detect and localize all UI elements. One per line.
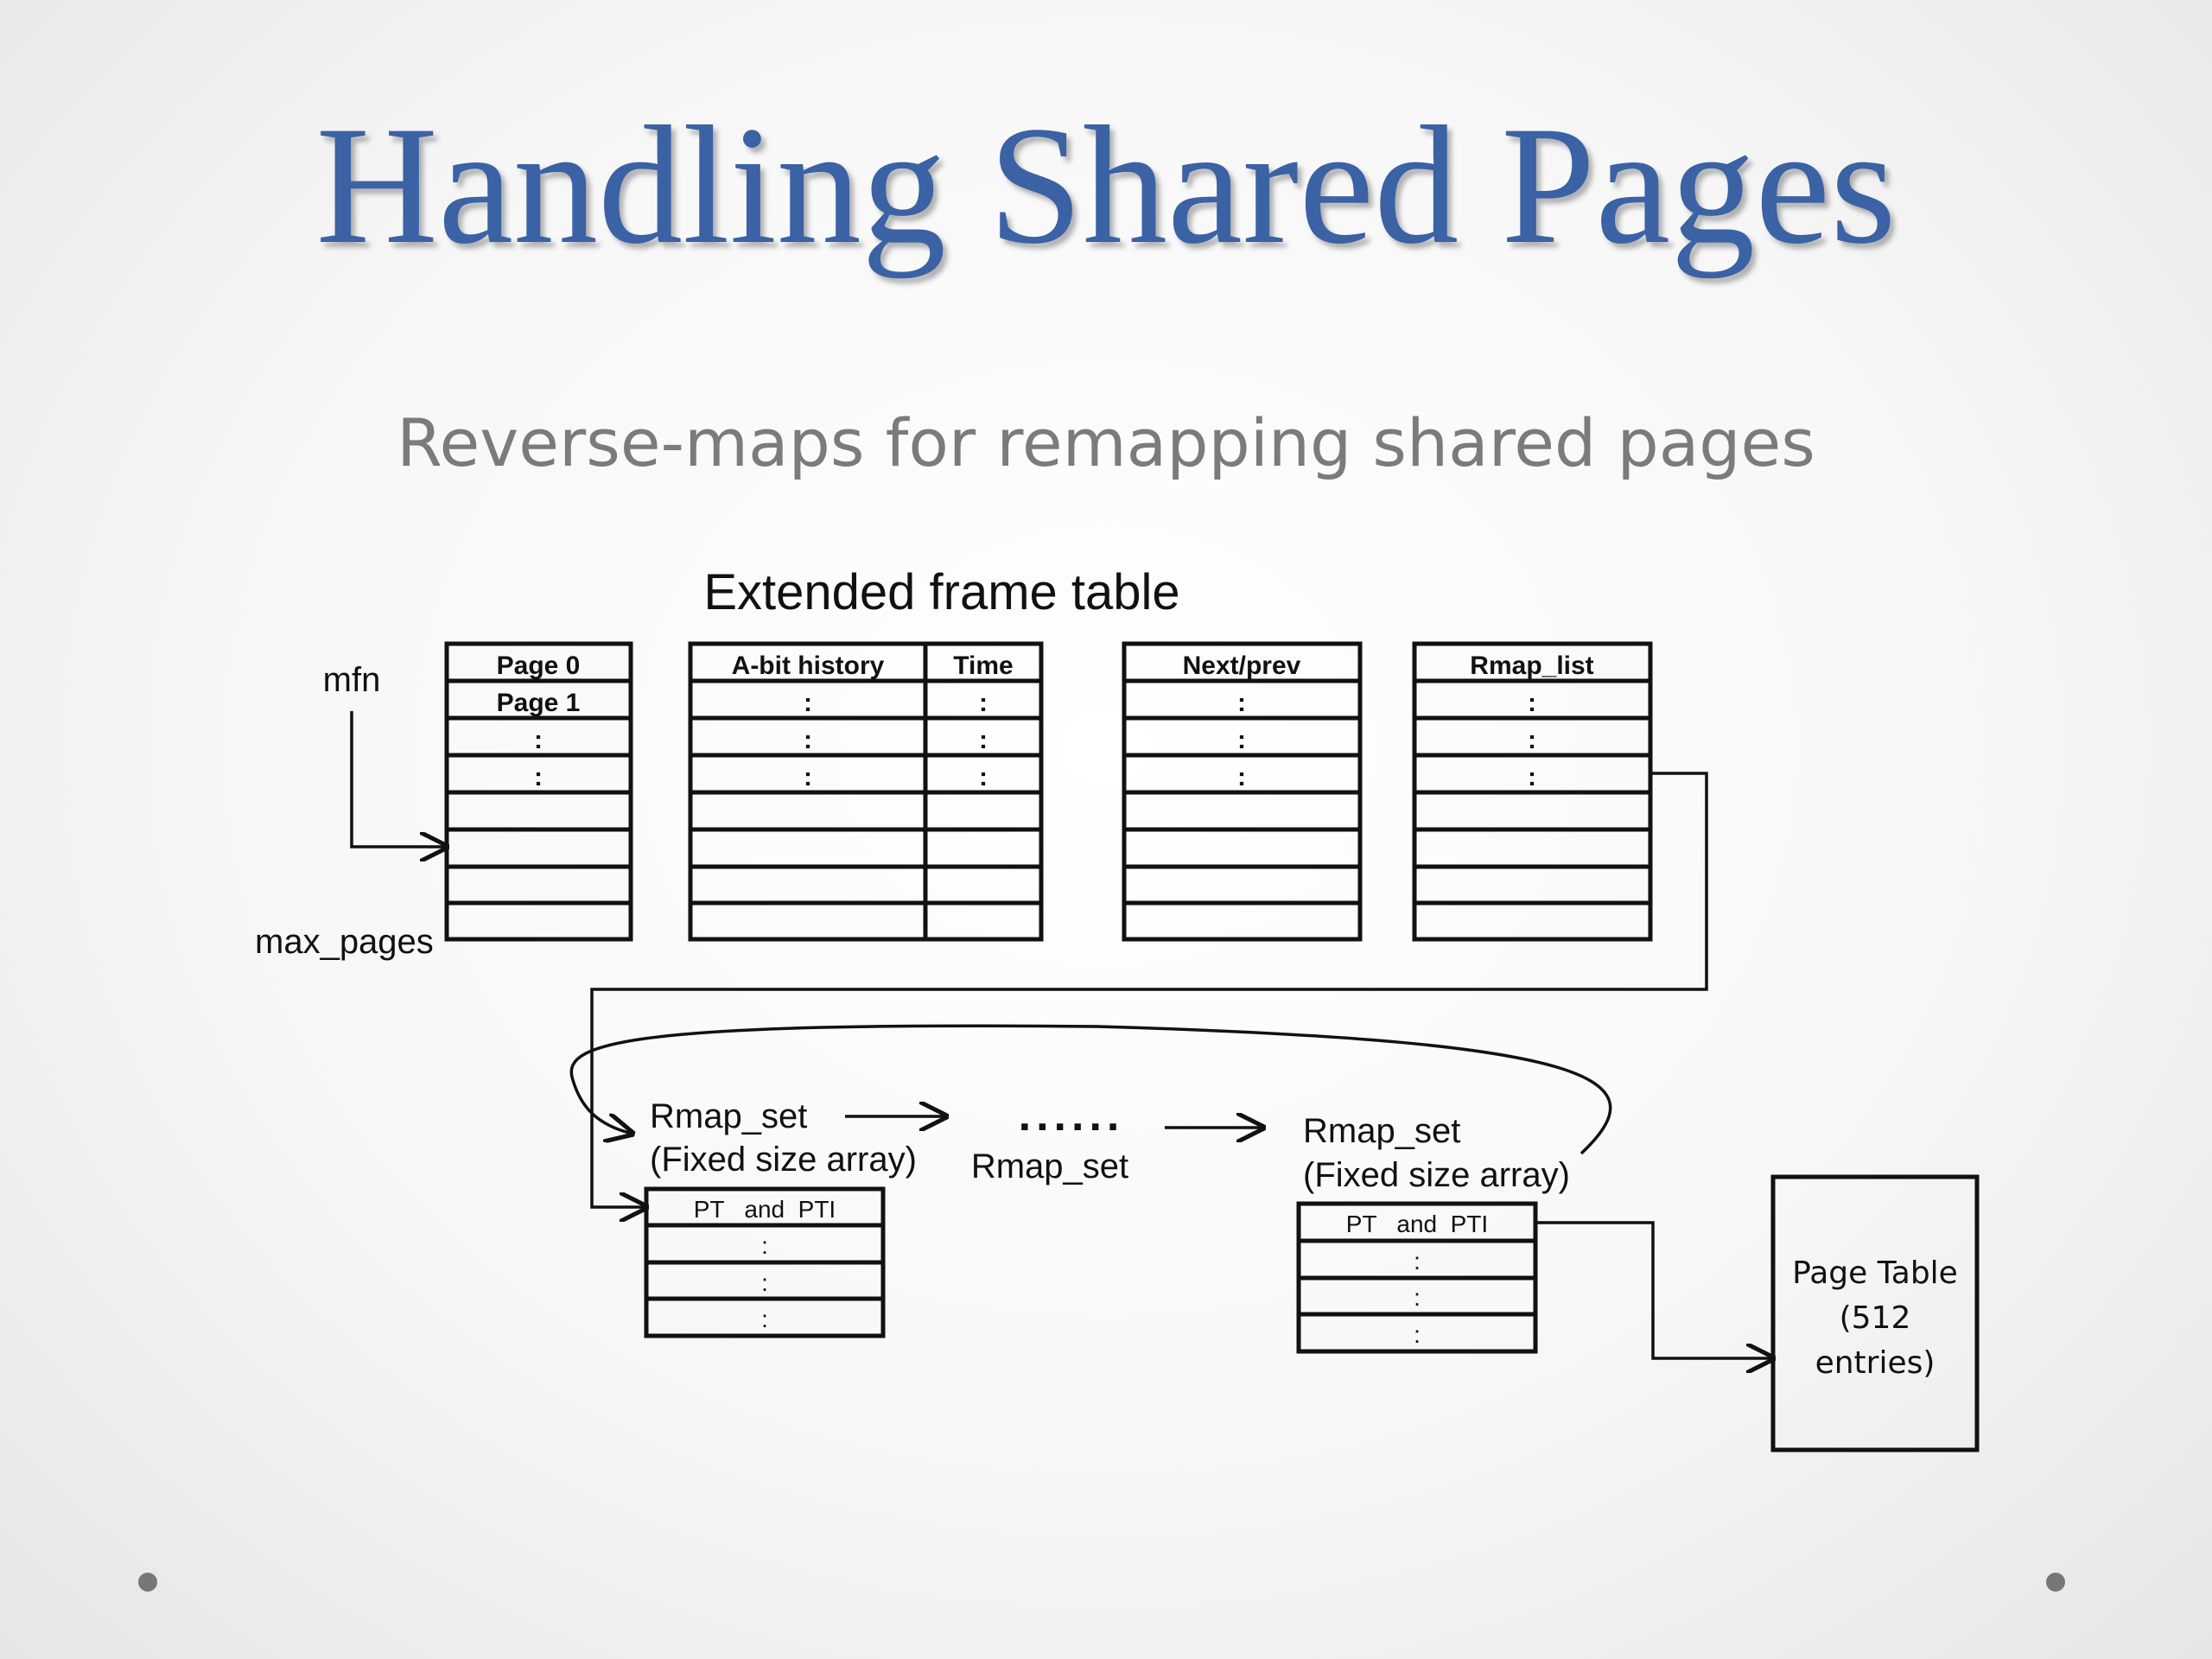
abit-time-table: A-bit history Time : : : : : : — [688, 641, 1044, 942]
rmaplist-cell: : — [1528, 689, 1536, 717]
rmap-set-2-sublabel: (Fixed size array) — [1303, 1156, 1570, 1194]
rmap-set-1-label: Rmap_set — [650, 1097, 807, 1135]
mfn-pointer-arrow — [350, 711, 447, 847]
mfn-label: mfn — [323, 661, 381, 699]
rmaplist-header: Rmap_list — [1470, 652, 1593, 680]
pages-row: : — [534, 726, 543, 754]
rmaplist-cell: : — [1528, 726, 1536, 754]
chain-dots: ...... — [1019, 1090, 1125, 1141]
rmap-set-1-table: PT and PTI : : : — [644, 1186, 886, 1338]
rmaplist-cell: : — [1528, 763, 1536, 791]
slide-bullet-dot — [2046, 1573, 2065, 1592]
nextprev-cell: : — [1237, 726, 1246, 754]
page-table-box: Page Table (512 entries) — [1770, 1174, 1980, 1452]
pages-row: : — [534, 763, 543, 791]
page-table-connector-arrow — [1535, 1221, 1773, 1358]
diagram-heading: Extended frame table — [703, 564, 1179, 620]
page-table-line: (512 — [1840, 1300, 1911, 1336]
nextprev-cell: : — [1237, 689, 1246, 717]
rmaplist-table: Rmap_list : : : — [1412, 641, 1653, 942]
time-header: Time — [953, 652, 1013, 680]
slide-bullet-dot — [138, 1573, 157, 1592]
nextprev-header: Next/prev — [1183, 652, 1301, 680]
rmap-chain-loop-arrow — [569, 1024, 1612, 1155]
slide-title: Handling Shared Pages — [315, 92, 1897, 279]
rmap-set-1-cell: PT and PTI — [694, 1196, 836, 1223]
time-cell: : — [979, 689, 988, 717]
abit-cell: : — [804, 763, 812, 791]
page-table-line: Page Table — [1792, 1255, 1958, 1291]
slide-subtitle: Reverse-maps for remapping shared pages — [397, 404, 1815, 481]
rmap-set-2-cell: : — [1414, 1248, 1421, 1274]
pages-table: Page 0 Page 1 : : — [444, 641, 633, 942]
pages-row: Page 1 — [497, 689, 581, 717]
rmap-set-mid-label: Rmap_set — [971, 1147, 1128, 1185]
rmap-set-2-cell: : — [1414, 1284, 1421, 1311]
rmap-set-2-cell: PT and PTI — [1346, 1211, 1488, 1237]
rmap-set-2-cell: : — [1414, 1321, 1421, 1348]
page-table-line: entries) — [1815, 1345, 1936, 1381]
time-cell: : — [979, 763, 988, 791]
abit-cell: : — [804, 689, 812, 717]
abit-cell: : — [804, 726, 812, 754]
rmap-set-1-sublabel: (Fixed size array) — [650, 1141, 917, 1179]
rmap-set-1-cell: : — [761, 1306, 768, 1332]
pages-row: Page 0 — [497, 652, 581, 680]
max-pages-label: max_pages — [255, 923, 434, 961]
rmap-set-1-cell: : — [761, 1269, 768, 1296]
rmap-set-2-table: PT and PTI : : : — [1296, 1201, 1538, 1354]
time-cell: : — [979, 726, 988, 754]
abit-header: A-bit history — [732, 652, 885, 680]
rmaplist-connector-arrow — [590, 772, 1708, 1207]
rmap-set-1-cell: : — [761, 1232, 768, 1259]
rmap-set-2-label: Rmap_set — [1303, 1112, 1460, 1150]
nextprev-cell: : — [1237, 763, 1246, 791]
nextprev-table: Next/prev : : : — [1122, 641, 1363, 942]
